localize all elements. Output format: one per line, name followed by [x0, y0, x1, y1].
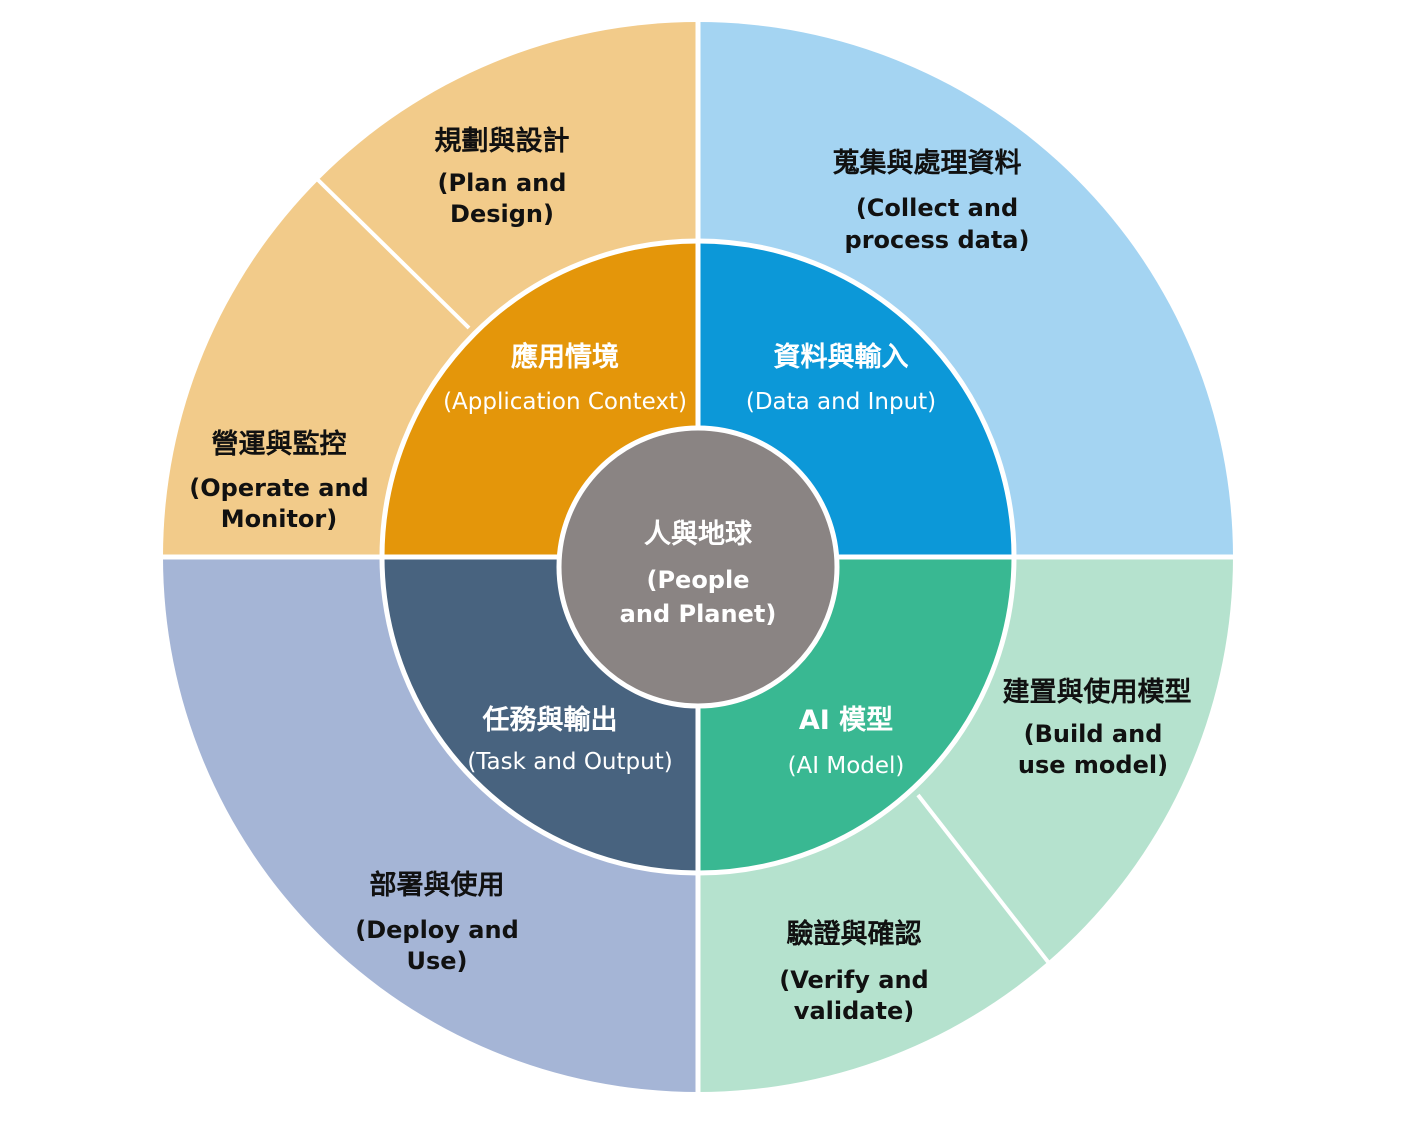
inner-label-data-zh: 資料與輸入 — [774, 341, 909, 373]
outer-label-verify-en-line1: (Verify and — [779, 966, 928, 994]
outer-label-operate-en-line2: Monitor) — [221, 505, 337, 533]
center-label-en-line1: (People — [646, 566, 749, 594]
inner-label-model-en: (AI Model) — [788, 753, 905, 779]
inner-label-application-zh: 應用情境 — [511, 341, 619, 373]
divider-plan-operate — [313, 175, 471, 330]
outer-label-collect-en-line1: (Collect and — [856, 194, 1018, 222]
outer-label-deploy-zh: 部署與使用 — [370, 869, 505, 901]
outer-label-verify-en-line2: validate) — [794, 997, 914, 1025]
outer-label-build-en-line1: (Build and — [1024, 720, 1163, 748]
outer-label-plan-zh: 規劃與設計 — [435, 125, 570, 157]
outer-label-plan-en-line2: Design) — [450, 200, 554, 228]
outer-label-verify-zh: 驗證與確認 — [787, 918, 922, 950]
outer-label-operate-en-line1: (Operate and — [189, 474, 368, 502]
inner-label-data-en: (Data and Input) — [746, 389, 936, 415]
center-label-en-line2: and Planet) — [620, 600, 777, 628]
center-label-zh: 人與地球 — [644, 519, 753, 550]
inner-label-application-en: (Application Context) — [443, 389, 687, 415]
outer-label-build-zh: 建置與使用模型 — [1003, 677, 1192, 708]
divider-build-verify — [916, 793, 1054, 969]
outer-label-collect-zh: 蒐集與處理資料 — [833, 147, 1022, 179]
outer-label-collect-en-line2: process data) — [845, 226, 1030, 254]
center-circle — [556, 425, 840, 709]
outer-label-deploy-en-line1: (Deploy and — [355, 916, 519, 944]
inner-label-task-zh: 任務與輸出 — [482, 704, 618, 736]
inner-label-task-en: (Task and Output) — [467, 749, 672, 775]
outer-label-deploy-en-line2: Use) — [406, 947, 467, 975]
outer-label-build-en-line2: use model) — [1018, 751, 1168, 779]
inner-label-model-zh: AI 模型 — [799, 705, 893, 736]
outer-label-plan-en-line1: (Plan and — [438, 169, 567, 197]
outer-label-operate-zh: 營運與監控 — [212, 429, 347, 460]
